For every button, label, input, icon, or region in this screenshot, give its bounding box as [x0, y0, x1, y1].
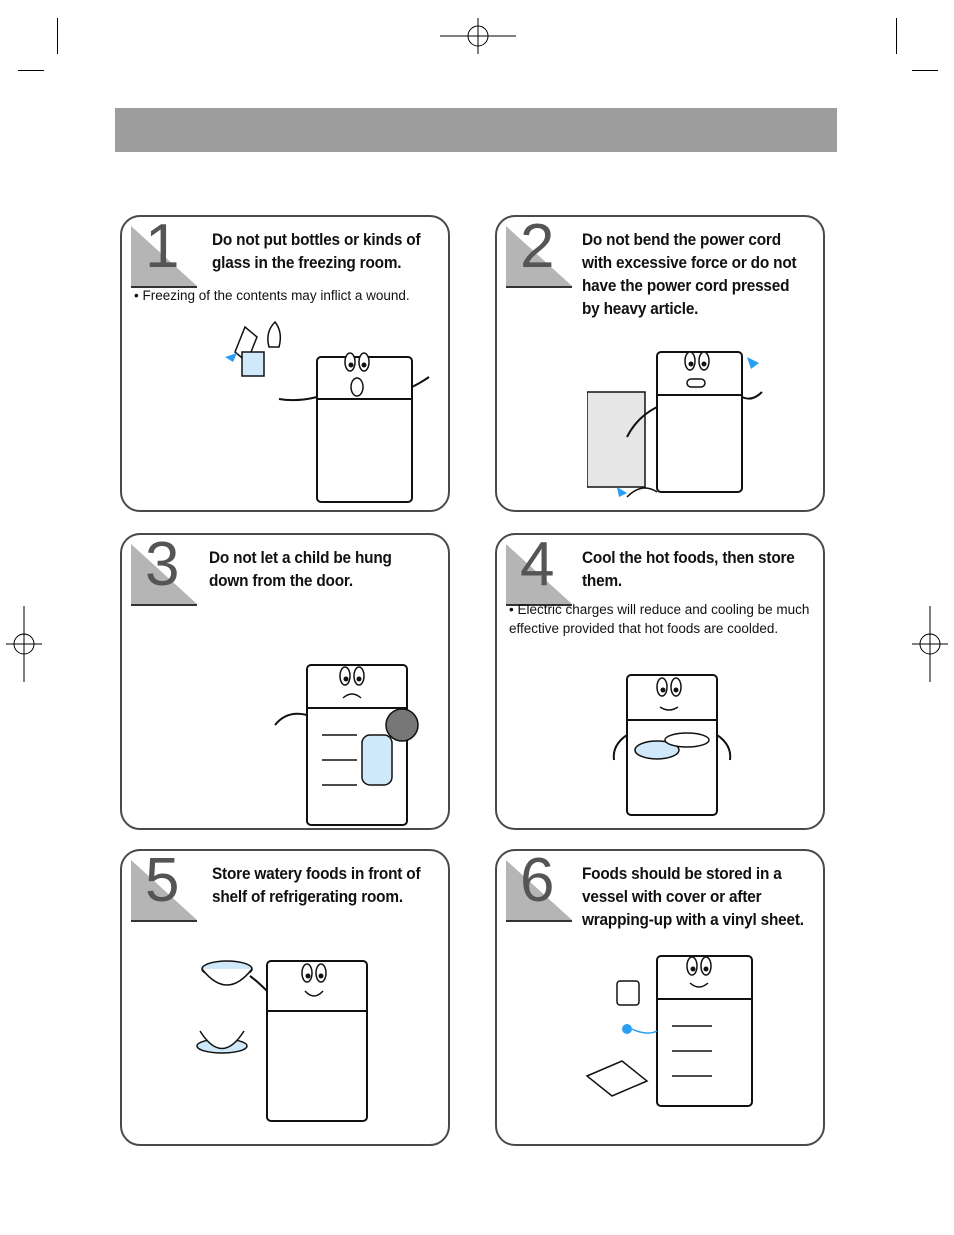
- warning-card-1: 1 Do not put bottles or kinds of glass i…: [120, 215, 450, 512]
- badge-triangle: [506, 226, 572, 286]
- badge-underline: [131, 286, 197, 288]
- badge-triangle: [131, 860, 197, 920]
- warning-card-2: 2 Do not bend the power cord with excess…: [495, 215, 825, 512]
- badge-triangle: [506, 860, 572, 920]
- card-title: Do not put bottles or kinds of glass in …: [212, 231, 421, 272]
- number-badge: 1: [131, 217, 197, 286]
- number-badge: 4: [506, 535, 572, 604]
- warning-card-6: 6 Foods should be stored in a vessel wit…: [495, 849, 825, 1146]
- warning-card-4: 4 Cool the hot foods, then store them. •…: [495, 533, 825, 830]
- crop-mark: [912, 70, 938, 71]
- refrigerator-illustration: [196, 960, 368, 1122]
- badge-triangle: [131, 544, 197, 604]
- card-number: 5: [145, 849, 180, 915]
- number-badge: 6: [506, 851, 572, 920]
- crop-mark: [18, 70, 44, 71]
- warning-card-3: 3 Do not let a child be hung down from t…: [120, 533, 450, 830]
- refrigerator-illustration: [585, 955, 753, 1107]
- card-title: Store watery foods in front of shelf of …: [212, 865, 421, 906]
- badge-triangle: [131, 226, 197, 286]
- registration-mark-icon: [440, 18, 516, 54]
- badge-underline: [506, 286, 572, 288]
- registration-mark-icon: [912, 606, 948, 682]
- card-number: 1: [145, 215, 180, 281]
- badge-triangle: [506, 544, 572, 604]
- number-badge: 5: [131, 851, 197, 920]
- badge-underline: [131, 604, 197, 606]
- card-number: 4: [520, 533, 555, 599]
- card-title: Foods should be stored in a vessel with …: [582, 865, 804, 929]
- refrigerator-illustration: [225, 320, 430, 503]
- badge-underline: [506, 604, 572, 606]
- card-number: 2: [520, 215, 555, 281]
- registration-mark-icon: [6, 606, 42, 682]
- crop-mark: [57, 18, 58, 54]
- refrigerator-illustration: [587, 351, 763, 498]
- number-badge: 3: [131, 535, 197, 604]
- section-header-bar: [115, 108, 837, 152]
- badge-underline: [131, 920, 197, 922]
- card-note: • Electric charges will reduce and cooli…: [509, 602, 810, 636]
- refrigerator-illustration: [612, 674, 732, 816]
- card-title: Do not bend the power cord with excessiv…: [582, 231, 797, 318]
- badge-underline: [506, 920, 572, 922]
- card-note: • Freezing of the contents may inflict a…: [134, 288, 410, 303]
- card-title: Cool the hot foods, then store them.: [582, 549, 795, 590]
- card-number: 3: [145, 533, 180, 599]
- card-title: Do not let a child be hung down from the…: [209, 549, 392, 590]
- number-badge: 2: [506, 217, 572, 286]
- warning-card-5: 5 Store watery foods in front of shelf o…: [120, 849, 450, 1146]
- card-number: 6: [520, 849, 555, 915]
- refrigerator-illustration: [274, 664, 419, 826]
- crop-mark: [896, 18, 897, 54]
